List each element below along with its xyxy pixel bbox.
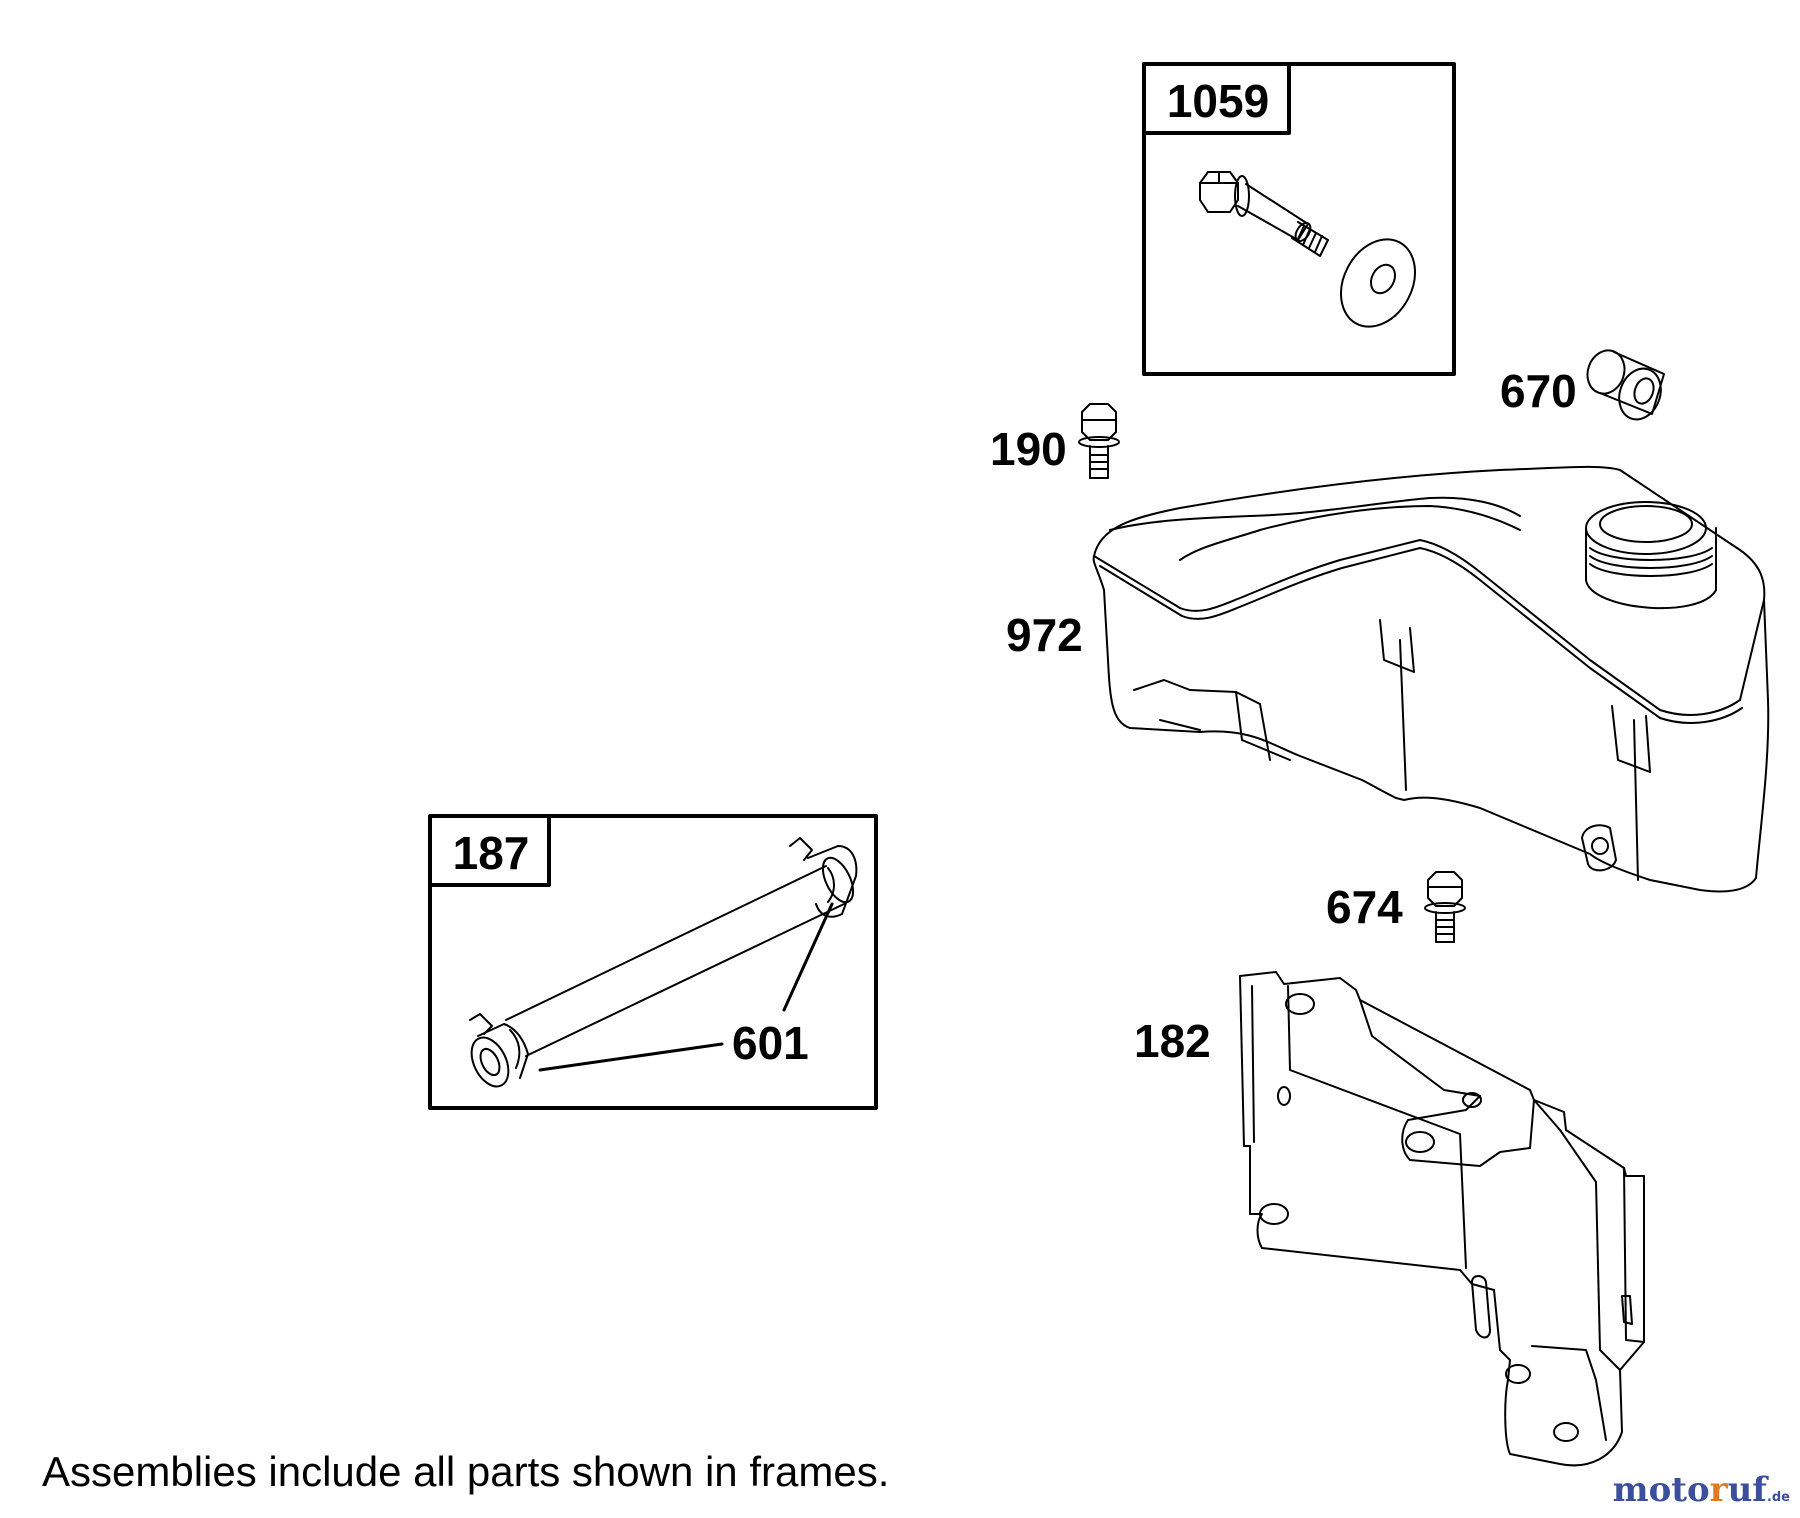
watermark-part-1: moto <box>1612 1470 1710 1510</box>
bolt-icon <box>1078 403 1120 479</box>
bushing-icon <box>1586 349 1665 421</box>
assemblies-footnote: Assemblies include all parts shown in fr… <box>42 1448 890 1495</box>
callout-670: 670 <box>1500 365 1577 417</box>
callout-972: 972 <box>1006 609 1083 661</box>
callout-190: 190 <box>990 423 1067 475</box>
callout-182: 182 <box>1134 1015 1211 1067</box>
shoulder-bolt-with-washer-icon <box>1199 171 1416 328</box>
hose-with-clamps-icon <box>469 837 858 1088</box>
callout-601: 601 <box>732 1017 809 1069</box>
oil-tank-icon <box>1092 465 1770 893</box>
motoruf-watermark: motoruf.de <box>1613 1470 1790 1510</box>
mounting-bracket-icon <box>1239 971 1645 1467</box>
bolt-icon <box>1424 871 1466 943</box>
frame-187-label: 187 <box>452 827 530 879</box>
watermark-part-3: uf <box>1727 1470 1767 1510</box>
callout-674: 674 <box>1326 881 1403 933</box>
watermark-part-2: r <box>1709 1470 1728 1510</box>
frame-1059-box <box>1142 62 1456 376</box>
watermark-tld: .de <box>1766 1490 1790 1505</box>
frame-1059-label: 1059 <box>1166 75 1270 127</box>
frame-187-box <box>428 814 878 1110</box>
